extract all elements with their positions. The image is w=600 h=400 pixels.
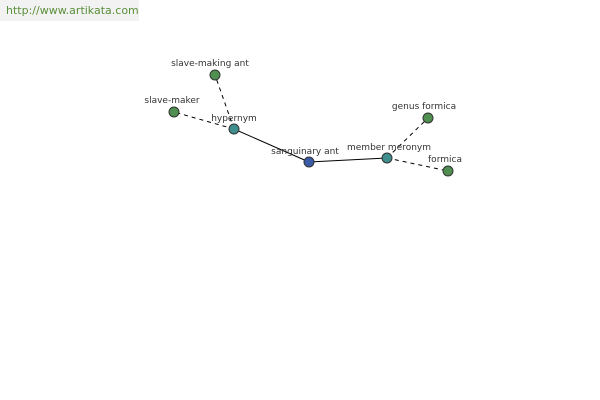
edge-sanguinary-ant-to-hypernym bbox=[233, 128, 310, 163]
edge-hypernym-to-slave-maker bbox=[173, 111, 235, 130]
node-member-meronym[interactable] bbox=[381, 152, 393, 164]
node-label-hypernym: hypernym bbox=[211, 114, 257, 124]
node-label-slave-maker: slave-maker bbox=[144, 96, 200, 106]
edge-member-meronym-to-formica bbox=[386, 157, 449, 172]
edge-hypernym-to-slave-making-ant bbox=[214, 74, 235, 130]
node-slave-making-ant[interactable] bbox=[209, 69, 221, 81]
node-slave-maker[interactable] bbox=[168, 106, 180, 118]
node-sanguinary-ant[interactable] bbox=[303, 156, 315, 168]
node-label-slave-making-ant: slave-making ant bbox=[171, 59, 249, 69]
node-label-sanguinary-ant: sanguinary ant bbox=[271, 147, 339, 157]
node-hypernym[interactable] bbox=[228, 123, 240, 135]
node-label-member-meronym: member meronym bbox=[347, 143, 431, 153]
edge-sanguinary-ant-to-member-meronym bbox=[308, 157, 388, 163]
node-label-genus-formica: genus formica bbox=[392, 102, 456, 112]
edge-member-meronym-to-genus-formica bbox=[386, 117, 429, 159]
node-genus-formica[interactable] bbox=[422, 112, 434, 124]
nodes-layer bbox=[168, 69, 454, 177]
node-formica[interactable] bbox=[442, 165, 454, 177]
node-label-formica: formica bbox=[428, 155, 462, 165]
labels-layer: sanguinary ant hypernym member meronym slav… bbox=[144, 59, 462, 165]
watermark-url: http://www.artikata.com bbox=[0, 0, 139, 21]
edges-layer bbox=[173, 74, 449, 172]
